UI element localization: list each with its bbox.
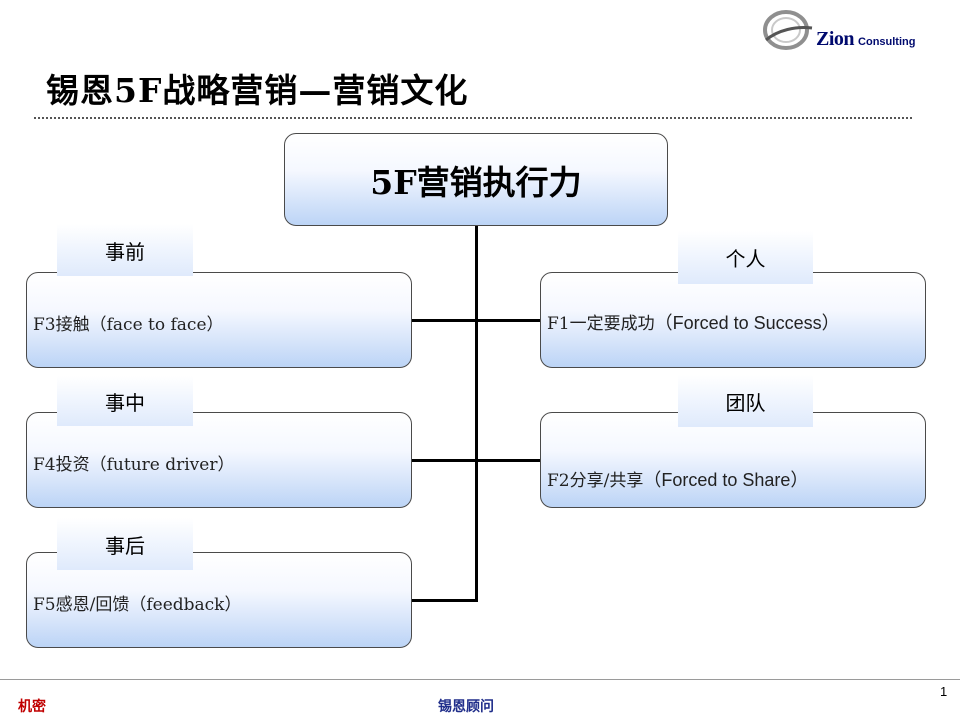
node-f4-label-en: （future driver） xyxy=(89,455,235,475)
node-f4: F4投资（future driver） xyxy=(26,412,412,508)
connector-f1 xyxy=(476,319,541,322)
connector-f5 xyxy=(411,599,476,602)
node-f3-label: F3接触（face to face） xyxy=(33,310,224,335)
node-f1-label-en: （Forced to Success） xyxy=(654,313,840,333)
title-divider xyxy=(34,117,912,119)
node-f1-label-cn: F1一定要成功 xyxy=(547,314,655,334)
center-node-5f-execution: 5F营销执行力 xyxy=(284,133,668,226)
tag-after: 事后 xyxy=(57,518,193,570)
center-node-label: 5F营销执行力 xyxy=(370,162,582,202)
node-f3: F3接触（face to face） xyxy=(26,272,412,368)
page-number: 1 xyxy=(940,684,948,699)
footer-company: 锡恩顾问 xyxy=(438,699,494,715)
node-f1: F1一定要成功（Forced to Success） xyxy=(540,272,926,368)
connector-trunk xyxy=(475,226,478,602)
node-f5-label-en: （feedback） xyxy=(129,595,242,615)
node-f3-label-cn: F3接触 xyxy=(33,315,90,335)
node-f3-label-en: （face to face） xyxy=(89,315,224,335)
footer-confidential: 机密 xyxy=(18,699,46,715)
tag-individual: 个人 xyxy=(678,231,813,284)
node-f4-label-cn: F4投资 xyxy=(33,455,90,475)
node-f5: F5感恩/回馈（feedback） xyxy=(26,552,412,648)
node-f2-label-en: （Forced to Share） xyxy=(643,470,809,490)
node-f5-label: F5感恩/回馈（feedback） xyxy=(33,590,241,615)
node-f2-label: F2分享/共享（Forced to Share） xyxy=(547,466,808,492)
footer-divider xyxy=(0,679,960,680)
node-f4-label: F4投资（future driver） xyxy=(33,450,234,475)
logo-name: Zion xyxy=(816,28,855,50)
zion-logo-icon xyxy=(763,10,813,50)
tag-before: 事前 xyxy=(57,224,193,276)
page-title: 锡恩5F战略营销—营销文化 xyxy=(46,71,469,110)
node-f5-label-cn: F5感恩/回馈 xyxy=(33,595,130,615)
logo-tagline: Consulting xyxy=(858,36,916,48)
connector-f4 xyxy=(411,459,476,462)
connector-f3 xyxy=(411,319,476,322)
node-f1-label: F1一定要成功（Forced to Success） xyxy=(547,309,840,335)
node-f2-label-cn: F2分享/共享 xyxy=(547,471,644,491)
connector-f2 xyxy=(476,459,541,462)
tag-during: 事中 xyxy=(57,376,193,426)
tag-team: 团队 xyxy=(678,375,813,427)
